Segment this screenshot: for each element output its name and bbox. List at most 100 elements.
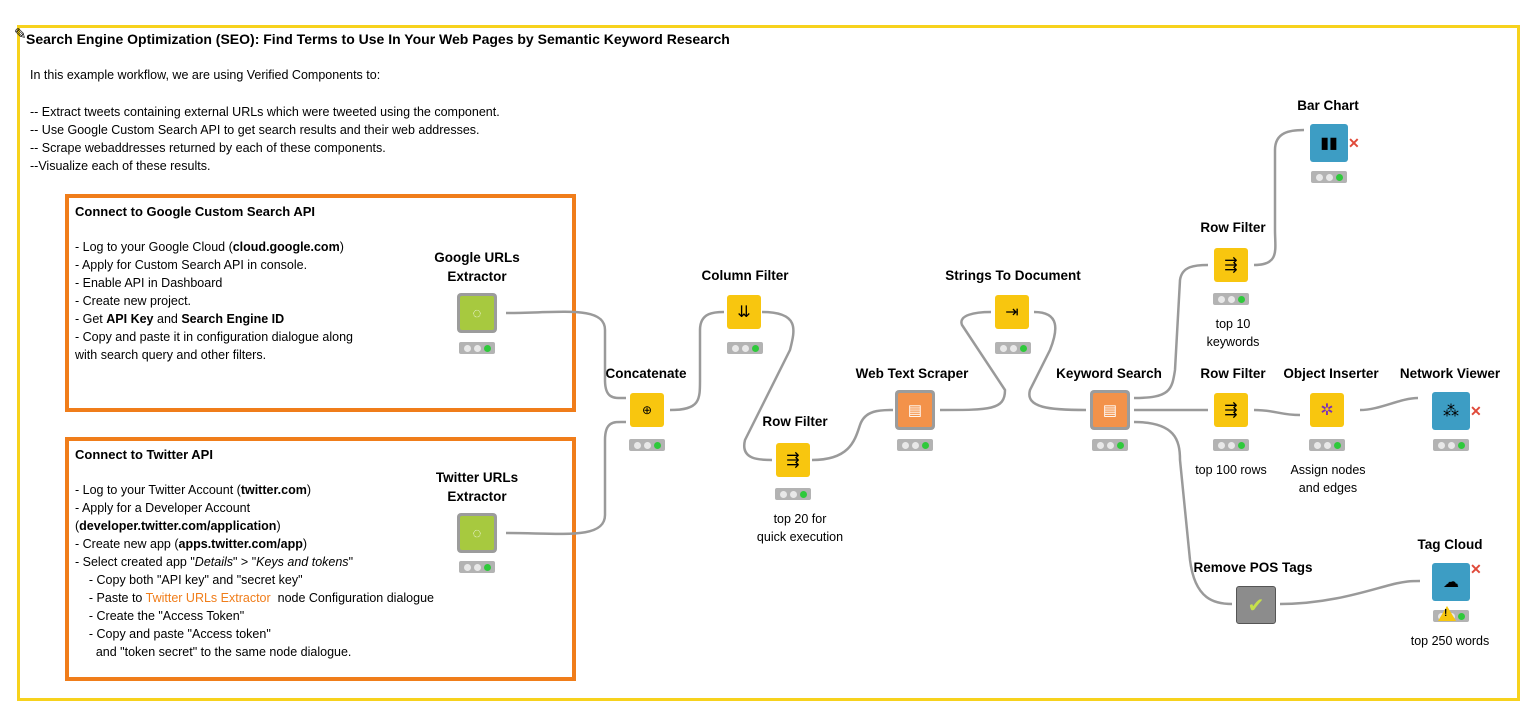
close-icon: ✕ [1470, 561, 1482, 577]
node-label: Column Filter [701, 268, 789, 283]
google-step: with search query and other filters. [75, 348, 267, 362]
node-label: Concatenate [605, 366, 687, 381]
twitter-step: - Copy both "API key" and "secret key" [75, 573, 303, 587]
conn-rowfilter3-objinserter [1253, 408, 1301, 417]
node-comment: top 250 words [1410, 634, 1490, 648]
conn-google-concat [505, 310, 627, 400]
component-icon: ◌ [460, 296, 494, 330]
tag-cloud-node[interactable]: ☁ [1432, 563, 1470, 601]
workflow-annotation-frame [17, 25, 1520, 701]
twitter-step: - Paste to Twitter URLs Extractor node C… [75, 591, 434, 605]
conn-strings-keyword [1028, 310, 1087, 412]
node-label: Web Text Scraper [855, 366, 969, 381]
warning-icon: ! [1438, 606, 1456, 621]
column-filter-icon: ⇊ [737, 304, 751, 321]
document-icon: ▤ [1093, 393, 1127, 427]
node-status [1213, 293, 1249, 305]
google-step: - Apply for Custom Search API in console… [75, 258, 308, 272]
node-status [459, 561, 495, 573]
bar-chart-node[interactable]: ▮▮ [1310, 124, 1348, 162]
node-status [1311, 171, 1347, 183]
document-icon: ▤ [898, 393, 932, 427]
node-comment: top 100 rows [1195, 463, 1267, 477]
conn-keyword-removepos [1133, 420, 1233, 606]
node-label: Network Viewer [1399, 366, 1501, 381]
intro-line: In this example workflow, we are using V… [30, 68, 381, 82]
node-status [995, 342, 1031, 354]
workflow-title: Search Engine Optimization (SEO): Find T… [26, 31, 730, 47]
twitter-box-title: Connect to Twitter API [75, 447, 213, 462]
conn-keyword-rowfilter2 [1133, 263, 1209, 400]
node-label: Row Filter [1200, 220, 1266, 235]
node-label: Object Inserter [1283, 366, 1379, 381]
node-status [775, 488, 811, 500]
concatenate-node[interactable]: ⊕ [630, 393, 664, 427]
node-label: Bar Chart [1297, 98, 1359, 113]
twitter-step: - Create the "Access Token" [75, 609, 245, 623]
keyword-search-node[interactable]: ▤ [1090, 390, 1130, 430]
node-status [1309, 439, 1345, 451]
node-status [629, 439, 665, 451]
google-step: - Copy and paste it in configuration dia… [75, 330, 353, 344]
twitter-step: - Select created app "Details" > "Keys a… [75, 555, 353, 569]
close-icon: ✕ [1470, 403, 1482, 419]
concatenate-icon: ⊕ [641, 403, 653, 417]
conn-twitter-concat [505, 420, 627, 536]
google-step: - Log to your Google Cloud (cloud.google… [75, 240, 344, 254]
remove-pos-tags-node[interactable]: ✔ [1236, 586, 1276, 624]
node-status [897, 439, 933, 451]
column-filter-node[interactable]: ⇊ [727, 295, 761, 329]
row-filter-icon: ⇶ [1224, 402, 1238, 419]
node-status [1092, 439, 1128, 451]
google-step: - Create new project. [75, 294, 192, 308]
conn-removepos-tagcloud [1279, 579, 1421, 606]
twitter-urls-extractor-node[interactable]: ◌ [457, 513, 497, 553]
conn-rowfilter2-barchart [1253, 128, 1305, 267]
twitter-api-annotation[interactable]: Connect to Twitter API - Log to your Twi… [65, 437, 576, 681]
strings-to-document-node[interactable]: ⇥ [995, 295, 1029, 329]
node-label: Strings To Document [945, 268, 1081, 283]
twitter-step: - Create new app (apps.twitter.com/app) [75, 537, 308, 551]
node-label: Keyword Search [1056, 366, 1162, 381]
tag-cloud-icon: ☁ [1443, 574, 1459, 591]
twitter-step: (developer.twitter.com/application) [75, 519, 281, 533]
intro-line: --Visualize each of these results. [30, 159, 211, 173]
object-inserter-icon: ✲ [1320, 402, 1334, 419]
google-box-title: Connect to Google Custom Search API [75, 204, 316, 219]
object-inserter-node[interactable]: ✲ [1310, 393, 1344, 427]
node-label: Tag Cloud [1417, 537, 1483, 552]
twitter-step: - Apply for a Developer Account [75, 501, 251, 515]
row-filter-top100-node[interactable]: ⇶ [1214, 393, 1248, 427]
google-step: - Enable API in Dashboard [75, 276, 223, 290]
conn-rowfilter1-webscraper [811, 408, 894, 462]
node-label: Remove POS Tags [1193, 560, 1313, 575]
web-text-scraper-node[interactable]: ▤ [895, 390, 935, 430]
row-filter-icon: ⇶ [1224, 257, 1238, 274]
twitter-step: - Copy and paste "Access token" [75, 627, 271, 641]
close-icon: ✕ [1348, 135, 1360, 151]
intro-line: -- Scrape webaddresses returned by each … [30, 141, 386, 155]
intro-line: -- Extract tweets containing external UR… [30, 105, 500, 119]
google-urls-extractor-node[interactable]: ◌ [457, 293, 497, 333]
conn-colfilter-rowfilter1 [742, 310, 795, 462]
row-filter-top10-node[interactable]: ⇶ [1214, 248, 1248, 282]
node-status [1213, 439, 1249, 451]
node-status [727, 342, 763, 354]
strings-to-document-icon: ⇥ [1005, 304, 1019, 321]
node-status [1433, 439, 1469, 451]
network-viewer-node[interactable]: ⁂ [1432, 392, 1470, 430]
row-filter-node[interactable]: ⇶ [776, 443, 810, 477]
network-icon: ⁂ [1443, 403, 1459, 420]
pencil-icon: ✎ [14, 26, 27, 43]
checkmark-icon: ✔ [1247, 594, 1265, 617]
node-label: Row Filter [762, 414, 828, 429]
twitter-step: and "token secret" to the same node dial… [75, 645, 352, 659]
conn-concat-colfilter [669, 310, 725, 412]
component-icon: ◌ [460, 516, 494, 550]
